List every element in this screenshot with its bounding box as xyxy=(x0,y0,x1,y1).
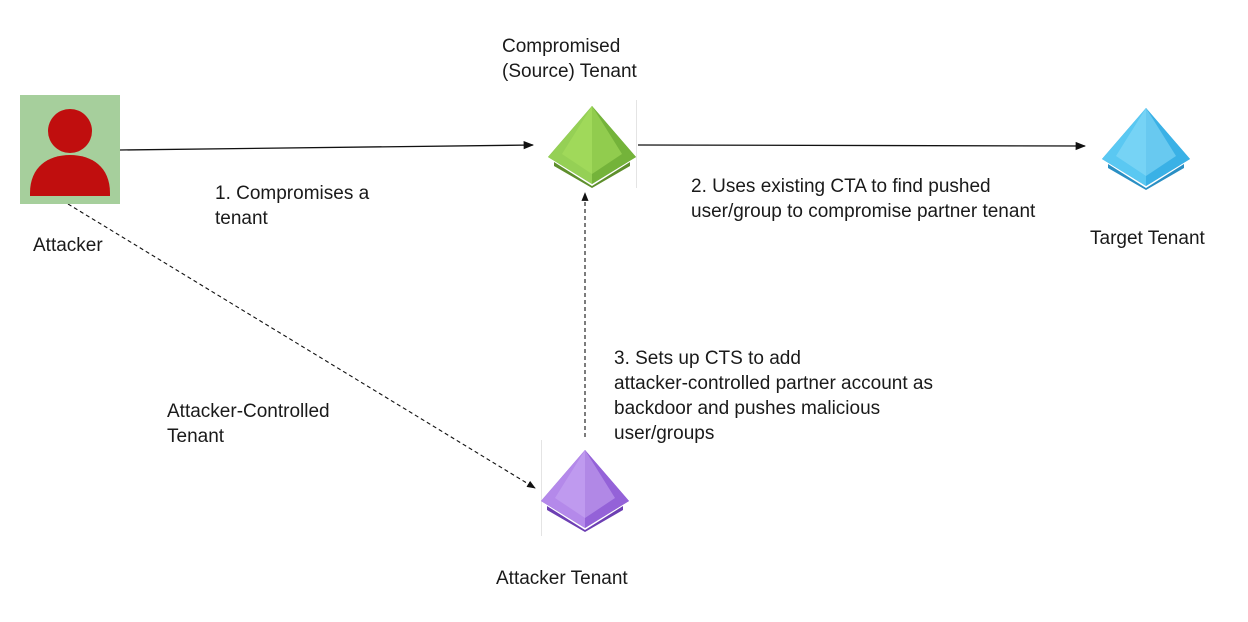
attacker-tenant-label: Attacker Tenant xyxy=(496,568,628,589)
edge-attacker-controlled-arrow xyxy=(67,203,536,489)
target-tenant-pyramid-icon xyxy=(1102,108,1190,190)
edge-step3-label: 3. Sets up CTS to add attacker-controlle… xyxy=(614,348,933,444)
edge-step2-label: 2. Uses existing CTA to find pushed user… xyxy=(691,176,1036,222)
edge-step1-arrow xyxy=(119,140,535,151)
attacker-tenant-divider xyxy=(541,440,542,536)
attacker-label: Attacker xyxy=(33,235,103,256)
source-tenant-label: Compromised (Source) Tenant xyxy=(502,36,637,82)
person-icon xyxy=(30,109,110,196)
edge-step1-label: 1. Compromises a tenant xyxy=(215,183,370,229)
attacker-avatar xyxy=(20,95,120,204)
source-tenant-pyramid-icon xyxy=(548,106,636,188)
target-tenant-label: Target Tenant xyxy=(1090,228,1205,249)
attacker-tenant-pyramid-icon xyxy=(541,450,629,532)
source-tenant-divider xyxy=(636,100,637,188)
edge-attacker-controlled-label: Attacker-Controlled Tenant xyxy=(167,401,330,447)
edge-step2-arrow xyxy=(637,141,1087,151)
